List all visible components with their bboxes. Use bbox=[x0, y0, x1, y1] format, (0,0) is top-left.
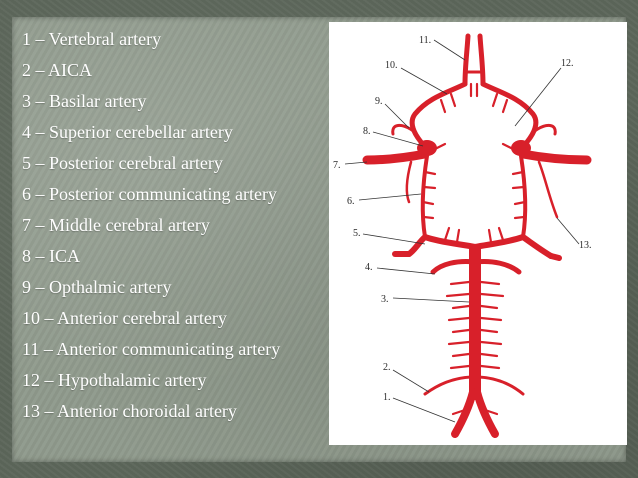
vertebral-right bbox=[473, 388, 499, 438]
legend-item-8: 8 – ICA bbox=[22, 246, 80, 266]
aica-left bbox=[423, 375, 473, 396]
posterior-communicating-right bbox=[519, 154, 528, 239]
legend-item-13: 13 – Anterior choroidal artery bbox=[22, 401, 237, 421]
legend-item-1: 1 – Vertebral artery bbox=[22, 29, 162, 49]
figure-label-5: 5. bbox=[353, 228, 361, 239]
figure-label-10: 10. bbox=[385, 60, 398, 71]
aica-right bbox=[477, 375, 525, 396]
leader-4 bbox=[376, 267, 436, 275]
vertebral-left bbox=[451, 388, 477, 438]
leader-11 bbox=[433, 39, 466, 61]
legend-item-4: 4 – Superior cerebellar artery bbox=[22, 122, 233, 142]
figure-label-6: 6. bbox=[347, 196, 355, 207]
middle-cerebral-right bbox=[518, 149, 592, 165]
leader-12 bbox=[514, 67, 562, 127]
posterior-cerebral-left bbox=[406, 234, 478, 257]
superior-cerebellar-left bbox=[430, 259, 478, 275]
circle-of-willis-figure: 11. 10. 12. 9. 8. 7. 6. 5. 4. 3. 2. 1. 1… bbox=[329, 22, 627, 445]
posterior-communicating-left bbox=[420, 154, 429, 239]
ant-choroidal-left bbox=[405, 160, 413, 204]
acar-right bbox=[480, 81, 539, 145]
leader-2 bbox=[392, 369, 430, 393]
superior-cerebellar-right bbox=[472, 259, 522, 275]
artery-legend-list: 1 – Vertebral artery 2 – AICA 3 – Basila… bbox=[22, 27, 280, 430]
figure-label-4: 4. bbox=[365, 262, 373, 273]
figure-label-11: 11. bbox=[419, 35, 431, 46]
leader-13 bbox=[556, 217, 580, 245]
figure-label-8: 8. bbox=[363, 126, 371, 137]
legend-item-11: 11 – Anterior communicating artery bbox=[22, 339, 281, 359]
leader-6 bbox=[358, 193, 422, 201]
leader-5 bbox=[362, 233, 426, 245]
figure-label-7: 7. bbox=[333, 160, 341, 171]
acar-left bbox=[409, 81, 468, 145]
ant-choroidal-right bbox=[537, 160, 559, 219]
legend-item-7: 7 – Middle cerebral artery bbox=[22, 215, 210, 235]
leader-1 bbox=[392, 397, 456, 423]
leader-10 bbox=[400, 67, 448, 95]
legend-item-9: 9 – Opthalmic artery bbox=[22, 277, 172, 297]
legend-item-6: 6 – Posterior communicating artery bbox=[22, 184, 277, 204]
figure-label-2: 2. bbox=[383, 362, 391, 373]
leader-8 bbox=[372, 131, 424, 147]
pontine-branches bbox=[445, 280, 505, 416]
leader-3 bbox=[392, 297, 470, 303]
legend-item-10: 10 – Anterior cerebral artery bbox=[22, 308, 227, 328]
ophthalmic-right bbox=[531, 124, 557, 136]
leader-7 bbox=[344, 161, 368, 165]
leader-9 bbox=[384, 103, 410, 129]
middle-cerebral-left bbox=[362, 149, 430, 165]
legend-item-5: 5 – Posterior cerebral artery bbox=[22, 153, 223, 173]
figure-label-1: 1. bbox=[383, 392, 391, 403]
posterior-cerebral-right bbox=[472, 234, 554, 259]
pca-stub-right bbox=[548, 253, 562, 261]
figure-label-9: 9. bbox=[375, 96, 383, 107]
figure-label-12: 12. bbox=[561, 58, 574, 69]
anterior-cerebral-left bbox=[462, 33, 471, 87]
ophthalmic-left bbox=[391, 124, 417, 136]
perforating-branches bbox=[421, 82, 527, 244]
legend-item-2: 2 – AICA bbox=[22, 60, 93, 80]
legend-item-12: 12 – Hypothalamic artery bbox=[22, 370, 207, 390]
artery-diagram: 11. 10. 12. 9. 8. 7. 6. 5. 4. 3. 2. 1. 1… bbox=[333, 33, 592, 438]
anterior-cerebral-right bbox=[477, 33, 486, 87]
figure-label-13: 13. bbox=[579, 240, 592, 251]
legend-item-3: 3 – Basilar artery bbox=[22, 91, 147, 111]
figure-label-3: 3. bbox=[381, 294, 389, 305]
